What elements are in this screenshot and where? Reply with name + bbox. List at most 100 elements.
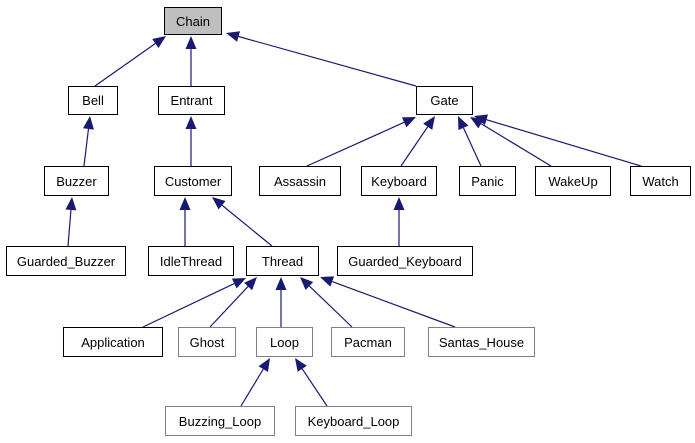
edge-arrowhead-icon xyxy=(320,276,335,287)
edge-line xyxy=(142,283,235,328)
class-node-label: Keyboard_Loop xyxy=(307,413,400,429)
edge-arrowhead-icon xyxy=(179,197,191,210)
inheritance-edge-buzzingloop-loop xyxy=(240,358,270,407)
edge-line xyxy=(221,204,273,247)
edge-arrowhead-icon xyxy=(423,116,435,130)
class-node-label: Application xyxy=(81,334,145,350)
inheritance-edge-idlethread-customer xyxy=(179,197,191,246)
edge-arrowhead-icon xyxy=(275,277,287,290)
edge-arrowhead-icon xyxy=(152,36,166,48)
edge-arrowhead-icon xyxy=(185,36,197,49)
edge-line xyxy=(238,35,417,87)
inheritance-edge-keyboardloop-loop xyxy=(295,358,328,407)
edge-line xyxy=(400,126,429,167)
edge-arrowhead-icon xyxy=(295,358,307,372)
class-node-application[interactable]: Application xyxy=(63,327,163,357)
class-node-santas_house[interactable]: Santas_House xyxy=(428,327,535,357)
edge-arrowhead-icon xyxy=(401,117,416,128)
edge-arrowhead-icon xyxy=(474,114,489,125)
class-node-label: Gate xyxy=(430,93,459,108)
class-node-label: Chain xyxy=(176,13,210,29)
edge-line xyxy=(67,209,72,247)
edge-arrowhead-icon xyxy=(231,278,246,289)
class-node-label: Loop xyxy=(270,334,299,350)
inheritance-edge-thread-customer xyxy=(212,197,273,247)
class-node-label: Panic xyxy=(471,173,504,189)
edge-line xyxy=(480,123,552,167)
edge-line xyxy=(308,285,353,328)
edge-arrowhead-icon xyxy=(300,277,314,290)
class-node-label: Ghost xyxy=(189,334,225,350)
edge-arrowhead-icon xyxy=(393,197,405,210)
edge-arrowhead-icon xyxy=(258,358,270,372)
inheritance-edge-bell-chain xyxy=(94,36,166,87)
edge-line xyxy=(331,280,456,328)
inheritance-edge-loop-thread xyxy=(275,277,287,327)
class-node-label: Thread xyxy=(261,253,304,269)
class-node-panic[interactable]: Panic xyxy=(459,166,516,196)
class-node-chain[interactable]: Chain xyxy=(164,7,222,35)
class-node-guarded_buzzer[interactable]: Guarded_Buzzer xyxy=(6,246,126,276)
edge-line xyxy=(94,42,156,87)
edge-arrowhead-icon xyxy=(226,31,240,42)
class-node-gate[interactable]: Gate xyxy=(416,86,473,115)
inheritance-edge-pacman-thread xyxy=(300,277,353,328)
edge-line xyxy=(209,286,249,328)
edge-line xyxy=(486,119,642,167)
class-node-label: Buzzing_Loop xyxy=(178,413,262,429)
inheritance-edge-guardedkeyboard-keyboard xyxy=(393,197,405,246)
inheritance-edge-ghost-thread xyxy=(209,277,257,328)
class-node-entrant[interactable]: Entrant xyxy=(158,86,225,115)
inheritance-edge-keyboard-gate xyxy=(400,116,435,167)
class-node-watch[interactable]: Watch xyxy=(630,166,691,196)
class-node-label: Watch xyxy=(642,173,679,189)
inheritance-edge-entrant-chain xyxy=(185,36,197,86)
edge-line xyxy=(240,368,264,407)
class-node-label: Santas_House xyxy=(438,334,525,350)
class-node-pacman[interactable]: Pacman xyxy=(331,327,405,357)
class-node-keyboard[interactable]: Keyboard xyxy=(361,166,437,196)
inheritance-edge-panic-gate xyxy=(458,116,482,167)
inheritance-edge-watch-gate xyxy=(474,114,642,167)
edge-arrowhead-icon xyxy=(82,116,94,130)
edge-line xyxy=(301,368,328,407)
class-node-assassin[interactable]: Assassin xyxy=(259,166,341,196)
class-node-customer[interactable]: Customer xyxy=(154,166,232,196)
class-node-label: WakeUp xyxy=(548,173,598,189)
inheritance-edge-buzzer-bell xyxy=(82,116,94,167)
class-node-label: Assassin xyxy=(273,173,327,189)
edge-arrowhead-icon xyxy=(65,197,77,211)
class-node-label: Buzzer xyxy=(56,173,97,189)
inheritance-edge-customer-entrant xyxy=(185,116,197,166)
class-node-buzzer[interactable]: Buzzer xyxy=(44,166,109,196)
class-node-buzzing_loop[interactable]: Buzzing_Loop xyxy=(165,406,275,436)
inheritance-edge-santashouse-thread xyxy=(320,276,456,328)
inheritance-edge-guardedbuzzer-buzzer xyxy=(65,197,77,247)
edge-arrowhead-icon xyxy=(458,116,469,131)
class-node-bell[interactable]: Bell xyxy=(68,86,118,115)
class-node-idlethread[interactable]: IdleThread xyxy=(148,246,234,276)
class-node-keyboard_loop[interactable]: Keyboard_Loop xyxy=(295,406,412,436)
class-node-label: Guarded_Buzzer xyxy=(16,253,116,269)
edge-line xyxy=(462,127,482,167)
edge-line xyxy=(306,121,405,167)
inheritance-edge-gate-chain xyxy=(226,31,417,87)
class-node-label: Customer xyxy=(164,173,222,189)
inheritance-edge-application-thread xyxy=(142,278,246,328)
class-node-thread[interactable]: Thread xyxy=(246,246,319,276)
class-node-label: Pacman xyxy=(344,334,392,350)
edge-arrowhead-icon xyxy=(212,197,226,210)
inheritance-edge-assassin-gate xyxy=(306,117,416,167)
class-node-label: Keyboard xyxy=(371,173,427,189)
class-node-label: Bell xyxy=(82,93,104,108)
edge-line xyxy=(83,128,90,167)
edge-arrowhead-icon xyxy=(185,116,197,129)
class-node-label: IdleThread xyxy=(159,253,223,269)
class-node-guarded_keyboard[interactable]: Guarded_Keyboard xyxy=(337,246,473,276)
class-node-loop[interactable]: Loop xyxy=(256,327,313,357)
class-node-label: Guarded_Keyboard xyxy=(348,253,462,269)
class-node-wakeup[interactable]: WakeUp xyxy=(535,166,611,196)
class-node-ghost[interactable]: Ghost xyxy=(178,327,236,357)
